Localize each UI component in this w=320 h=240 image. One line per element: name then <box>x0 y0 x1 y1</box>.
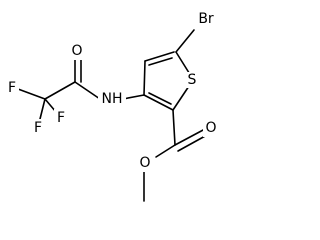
bond-c5-br <box>175 29 195 53</box>
bond-c5-c4-inner <box>148 57 173 66</box>
bond-c3-n <box>122 94 145 100</box>
o-ester-single-label-bg <box>137 154 153 172</box>
bond-cf3-f3 <box>39 98 46 120</box>
atom-o-amide: O <box>71 43 82 59</box>
atom-o-ester-single: O <box>139 155 150 171</box>
o-amide-label-bg <box>70 42 84 60</box>
bond-c4-c3 <box>143 60 146 96</box>
atom-f3: F <box>34 120 42 136</box>
o-ester-carbonyl-label-bg <box>203 119 219 137</box>
bond-c5-c4 <box>144 51 175 62</box>
nh-label-bg <box>98 90 126 108</box>
atom-f2: F <box>57 110 65 126</box>
s-label-bg <box>185 72 199 88</box>
atom-nh: NH <box>102 91 123 107</box>
bond-cester-osingle <box>155 144 176 158</box>
f3-label-bg <box>31 119 45 137</box>
f2-label-bg <box>54 109 68 127</box>
bond-c2-cester <box>172 109 176 146</box>
atom-s: S <box>188 72 197 88</box>
bond-c3-c2-inner <box>148 92 172 105</box>
bond-cester-ocarbonyl-double <box>177 134 208 152</box>
bond-c3-c2 <box>143 94 174 111</box>
atom-o-ester-carbonyl: O <box>205 120 216 136</box>
bond-cester-ocarbonyl <box>174 128 206 146</box>
atom-f1: F <box>8 80 16 96</box>
bond-camide-cf3 <box>44 81 76 100</box>
molecule-diagram: Br S NH O O O F F F <box>5 10 220 202</box>
f1-label-bg <box>5 79 19 97</box>
br-label-bg <box>192 10 220 28</box>
bond-n-camide <box>74 81 101 100</box>
atom-br: Br <box>198 11 214 27</box>
bond-cf3-f1 <box>17 88 46 100</box>
structure-svg: Br S NH O O O F F F <box>5 10 220 202</box>
